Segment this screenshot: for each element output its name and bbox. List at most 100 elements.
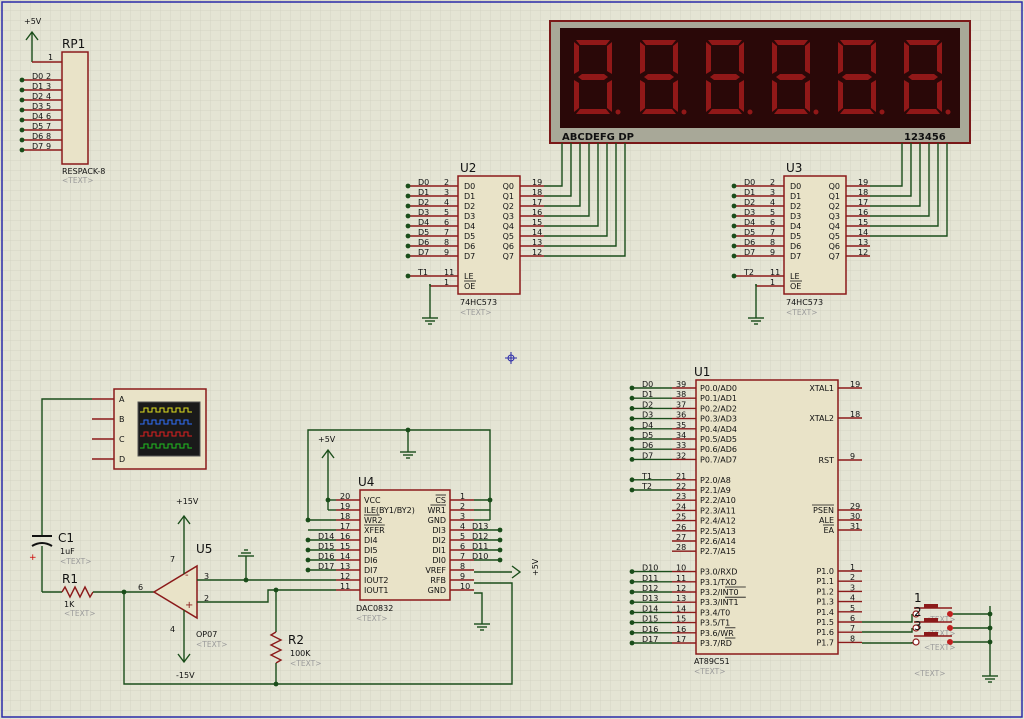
mcu-pin-name: P2.7/A15	[700, 547, 736, 556]
mcu-net-label: D15	[642, 615, 658, 624]
latch-pin-number: 6	[444, 218, 449, 227]
mcu-pin-name: EA	[823, 526, 834, 535]
mcu-pin-name: P1.2	[816, 587, 834, 596]
mcu-pin-number: 24	[676, 502, 686, 511]
svg-text:4: 4	[170, 625, 175, 634]
rp1-net-label: D1	[32, 82, 43, 91]
svg-text:+5V: +5V	[531, 558, 540, 576]
latch-net-label: D2	[418, 198, 429, 207]
latch-pin-number: 11	[770, 268, 780, 277]
mcu-pin-name: P2.0/A8	[700, 476, 731, 485]
mcu-pin-number: 27	[676, 533, 686, 542]
svg-text:+: +	[185, 600, 193, 611]
dac-pin-name: WR2	[364, 516, 383, 525]
dac-pin-number: 14	[340, 552, 350, 561]
dac-pin-name: RFB	[430, 576, 446, 585]
latch-pin-name: Q3	[503, 212, 514, 221]
latch-pin-number: 7	[770, 228, 775, 237]
dac-pin-number: 1	[460, 492, 465, 501]
mcu-pin-name: PSEN	[813, 506, 834, 515]
latch-pin-name: Q4	[503, 222, 514, 231]
seven-segment-display[interactable]: ABCDEFG DP 123456	[549, 20, 971, 144]
dac-pin-name: ILE(BY1/BY2)	[364, 506, 415, 515]
rp1-pin-number: 3	[46, 82, 51, 91]
latch-pin-number: 15	[858, 218, 868, 227]
mcu-pin-name: P0.6/AD6	[700, 445, 737, 454]
svg-text:+15V: +15V	[176, 497, 199, 506]
u3-value: 74HC573	[786, 298, 823, 307]
dac-pin-number: 17	[340, 522, 350, 531]
latch-pin-number: 11	[444, 268, 454, 277]
latch-pin-number: 1	[770, 278, 775, 287]
dac-net-label: D17	[318, 562, 334, 571]
mcu-pin-number: 33	[676, 441, 686, 450]
mcu-pin-number: 32	[676, 451, 686, 460]
oscilloscope[interactable]: ABCD	[92, 388, 207, 470]
latch-pin-name: D5	[464, 232, 475, 241]
switch-label: 3	[914, 619, 922, 633]
svg-text:+: +	[29, 553, 37, 563]
switch-text: <TEXT>	[924, 615, 955, 624]
push-buttons[interactable]: 1<TEXT>2<TEXT>3<TEXT> <TEXT>	[862, 591, 998, 683]
u5-ref: U5	[196, 542, 212, 556]
mcu-net-label: T1	[641, 472, 652, 481]
mcu-net-label: D1	[642, 390, 653, 399]
mcu-pin-number: 4	[850, 594, 855, 603]
mcu-net-label: T2	[641, 482, 652, 491]
dac-pin-number: 5	[460, 532, 465, 541]
latch-pin-name: D6	[790, 242, 801, 251]
rp1-net-label: D0	[32, 72, 43, 81]
dac-pin-name: IOUT2	[364, 576, 389, 585]
latch-pin-number: 13	[532, 238, 542, 247]
mcu-pin-number: 2	[850, 573, 855, 582]
analog-section[interactable]: + C1 1uF <TEXT> R1 1K <TEXT> 6 3 2 - + U…	[29, 398, 513, 687]
latch-pin-name: Q4	[829, 222, 840, 231]
u4-body	[359, 489, 451, 601]
rp1-net-label: D7	[32, 142, 43, 151]
dac-pin-name: DI1	[432, 546, 446, 555]
svg-text:<TEXT>: <TEXT>	[290, 659, 321, 668]
latch-pin-name: Q2	[503, 202, 514, 211]
dac-pin-number: 19	[340, 502, 350, 511]
latch-pin-name: D3	[464, 212, 475, 221]
mcu-pin-name: P0.2/AD2	[700, 404, 737, 413]
latch-pin-number: 5	[444, 208, 449, 217]
u1-ref: U1	[694, 365, 710, 379]
mcu-pin-number: 1	[850, 563, 855, 572]
latch-pin-number: 1	[444, 278, 449, 287]
latch-pin-name: D0	[464, 182, 475, 191]
latch-pin-number: 3	[770, 188, 775, 197]
latch-pin-name: D3	[790, 212, 801, 221]
mcu-pin-name: P1.5	[816, 618, 834, 627]
latch-net-label: D5	[744, 228, 755, 237]
mcu-pin-number: 15	[676, 615, 686, 624]
dac-pin-name: DI2	[432, 536, 446, 545]
latch-pin-number: 5	[770, 208, 775, 217]
svg-text:7: 7	[170, 555, 175, 564]
mcu-pin-number: 11	[676, 574, 686, 583]
latch-pin-name: Q5	[503, 232, 514, 241]
push-button-switch[interactable]: 3<TEXT>	[862, 619, 993, 652]
latch-pin-name: Q0	[829, 182, 840, 191]
push-button-switch[interactable]: 2<TEXT>	[862, 605, 993, 638]
mcu-net-label: D13	[642, 594, 658, 603]
r2-zigzag	[269, 631, 283, 664]
seven-segment-digit	[904, 40, 951, 115]
latch-pin-name: OE	[464, 282, 475, 291]
latch-pin-number: 12	[532, 248, 542, 257]
rp1-net-label: D6	[32, 132, 43, 141]
push-button-switch[interactable]: 1<TEXT>	[862, 591, 993, 624]
latch-pin-name: Q3	[829, 212, 840, 221]
scope-channel-label: B	[119, 415, 125, 424]
dac-pin-name: IOUT1	[364, 586, 389, 595]
c1-value: 1uF	[60, 547, 75, 556]
mcu-pin-number: 21	[676, 472, 686, 481]
mcu-pin-number: 38	[676, 390, 686, 399]
mcu-net-label: D0	[642, 380, 653, 389]
